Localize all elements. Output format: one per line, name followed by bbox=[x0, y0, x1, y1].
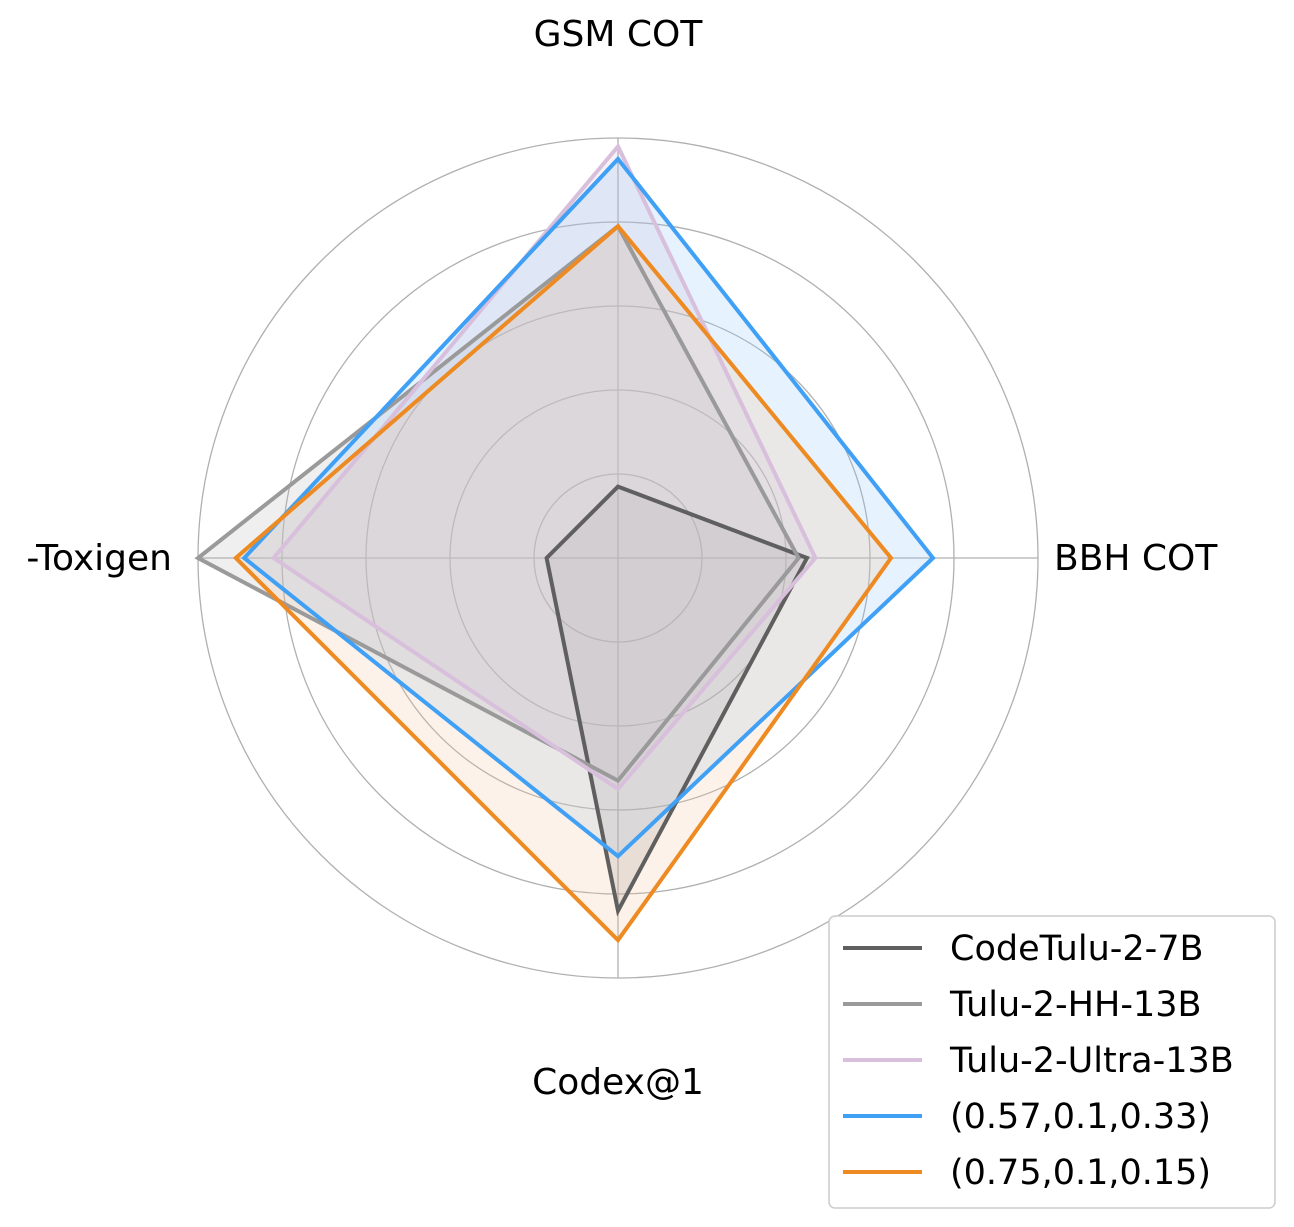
series-fill-5 bbox=[235, 226, 892, 941]
series-line-1 bbox=[544, 484, 810, 917]
series-fill-2 bbox=[198, 226, 799, 781]
legend-label-codetulu: CodeTulu-2-7B bbox=[950, 929, 1204, 969]
axis-label-gsm-cot: GSM COT bbox=[534, 14, 704, 55]
series-fill-3 bbox=[273, 146, 816, 789]
series-line-3 bbox=[270, 142, 818, 792]
legend-label-tulu-hh: Tulu-2-HH-13B bbox=[949, 985, 1202, 1025]
series-line-4 bbox=[241, 155, 936, 859]
series-fill-4 bbox=[244, 159, 933, 857]
legend-frame bbox=[828, 915, 1276, 1209]
series-fill-1 bbox=[546, 486, 807, 911]
radar-series bbox=[194, 142, 936, 944]
legend-label-mix-075: (0.75,0.1,0.15) bbox=[950, 1153, 1211, 1193]
axis-label-codex: Codex@1 bbox=[532, 1062, 704, 1103]
legend-label-tulu-ultra: Tulu-2-Ultra-13B bbox=[949, 1041, 1234, 1081]
axis-label-bbh-cot: BBH COT bbox=[1054, 538, 1218, 579]
axis-label-toxigen: -Toxigen bbox=[26, 538, 172, 579]
series-line-5 bbox=[232, 223, 894, 944]
legend-label-mix-057: (0.57,0.1,0.33) bbox=[950, 1097, 1211, 1137]
legend: CodeTulu-2-7B Tulu-2-HH-13B Tulu-2-Ultra… bbox=[828, 915, 1276, 1209]
series-line-2 bbox=[194, 223, 801, 784]
